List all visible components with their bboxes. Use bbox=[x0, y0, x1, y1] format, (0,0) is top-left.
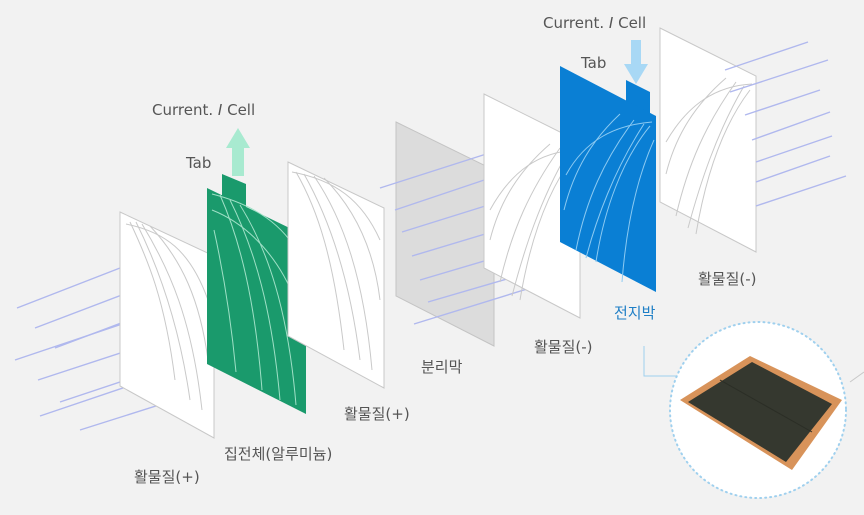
label-tab-left: Tab bbox=[186, 154, 212, 172]
label-active-material-neg-left: 활물질(-) bbox=[534, 338, 593, 356]
active-material-pos-right bbox=[287, 161, 385, 389]
foil-photo-inset bbox=[669, 321, 847, 499]
copper-current-collector bbox=[560, 66, 656, 292]
label-separator: 분리막 bbox=[421, 358, 463, 376]
aluminum-current-collector bbox=[207, 174, 306, 414]
label-current-left: Current. I Cell bbox=[152, 103, 255, 118]
label-active-material-pos-left: 활물질(+) bbox=[134, 468, 200, 486]
label-aluminum-collector: 집전체(알루미늄) bbox=[224, 445, 333, 463]
current-down-arrow bbox=[624, 40, 648, 84]
current-up-arrow bbox=[226, 128, 250, 176]
label-active-material-neg-right: 활물질(-) bbox=[698, 270, 757, 288]
active-material-neg-right bbox=[659, 27, 757, 253]
current-right-prefix: Current. bbox=[543, 14, 605, 32]
current-left-symbol: I bbox=[217, 101, 223, 119]
current-right-symbol: I bbox=[608, 14, 614, 32]
active-material-pos-left bbox=[119, 211, 215, 439]
label-copper-collector: 전지박 bbox=[614, 304, 656, 322]
current-right-suffix: Cell bbox=[618, 14, 647, 32]
label-current-right: Current. I Cell bbox=[543, 16, 646, 31]
label-tab-right: Tab bbox=[581, 54, 607, 72]
inset-pointer-line bbox=[643, 346, 684, 377]
current-left-suffix: Cell bbox=[227, 101, 256, 119]
current-left-prefix: Current. bbox=[152, 101, 214, 119]
ion-lines-right bbox=[724, 41, 847, 207]
label-active-material-pos-right: 활물질(+) bbox=[344, 405, 410, 423]
